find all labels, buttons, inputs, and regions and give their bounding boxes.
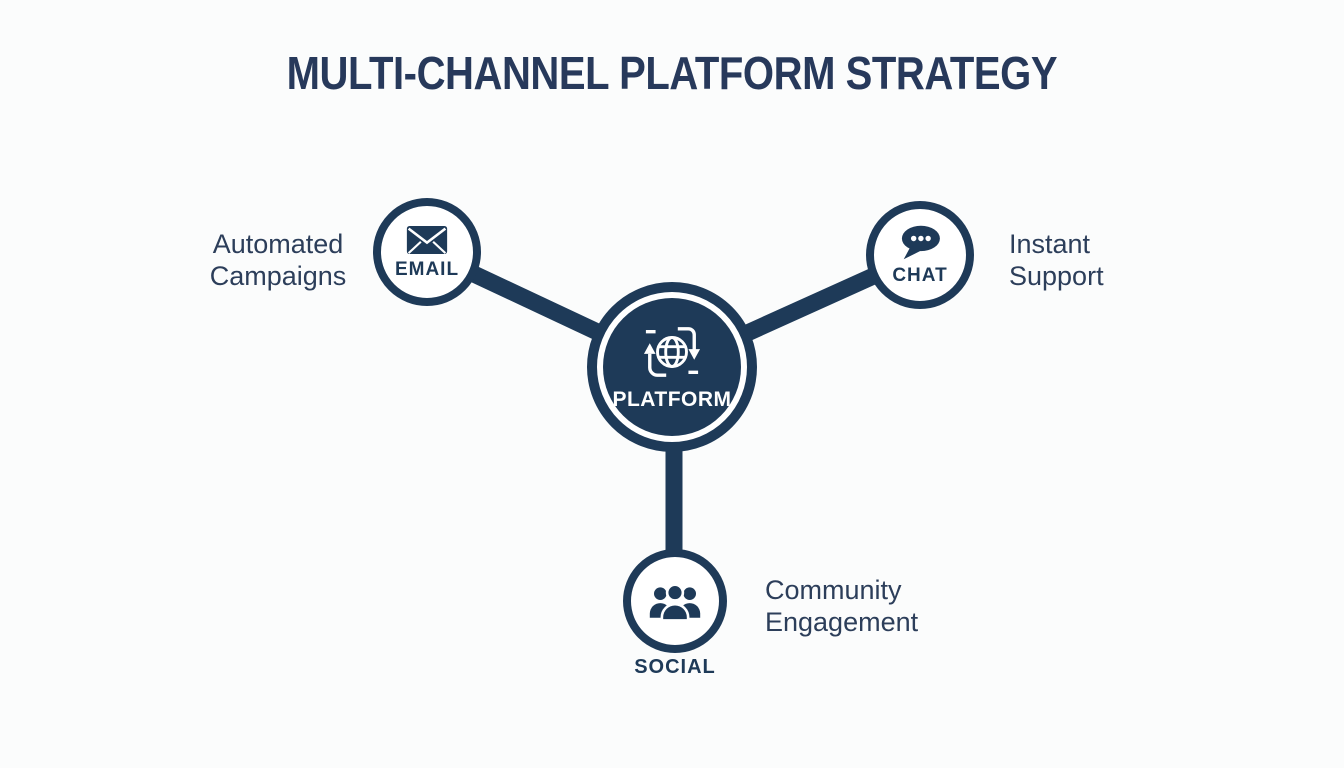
globe-sync-icon: [643, 326, 701, 377]
channel-description-social: Community Engagement: [765, 575, 919, 638]
channel-label-social: SOCIAL: [634, 656, 716, 678]
platform-hub-node: PLATFORM: [587, 282, 757, 452]
channel-description-email: Automated Campaigns: [209, 229, 347, 292]
channel-label-chat: CHAT: [892, 264, 948, 286]
channel-node-social: [623, 549, 727, 653]
channel-node-chat: CHAT: [866, 201, 974, 309]
envelope-icon: [406, 225, 448, 254]
channel-description-chat: Instant Support: [1009, 229, 1104, 292]
channel-node-email: EMAIL: [373, 198, 481, 306]
people-group-icon: [649, 583, 701, 622]
platform-hub-inner: PLATFORM: [603, 298, 741, 436]
page-title-text: MULTI-CHANNEL PLATFORM STRATEGY: [286, 47, 1058, 99]
page-title: MULTI-CHANNEL PLATFORM STRATEGY: [0, 46, 1344, 100]
chat-bubble-icon: [901, 225, 940, 259]
channel-label-email: EMAIL: [394, 258, 460, 280]
platform-label: PLATFORM: [612, 387, 732, 411]
